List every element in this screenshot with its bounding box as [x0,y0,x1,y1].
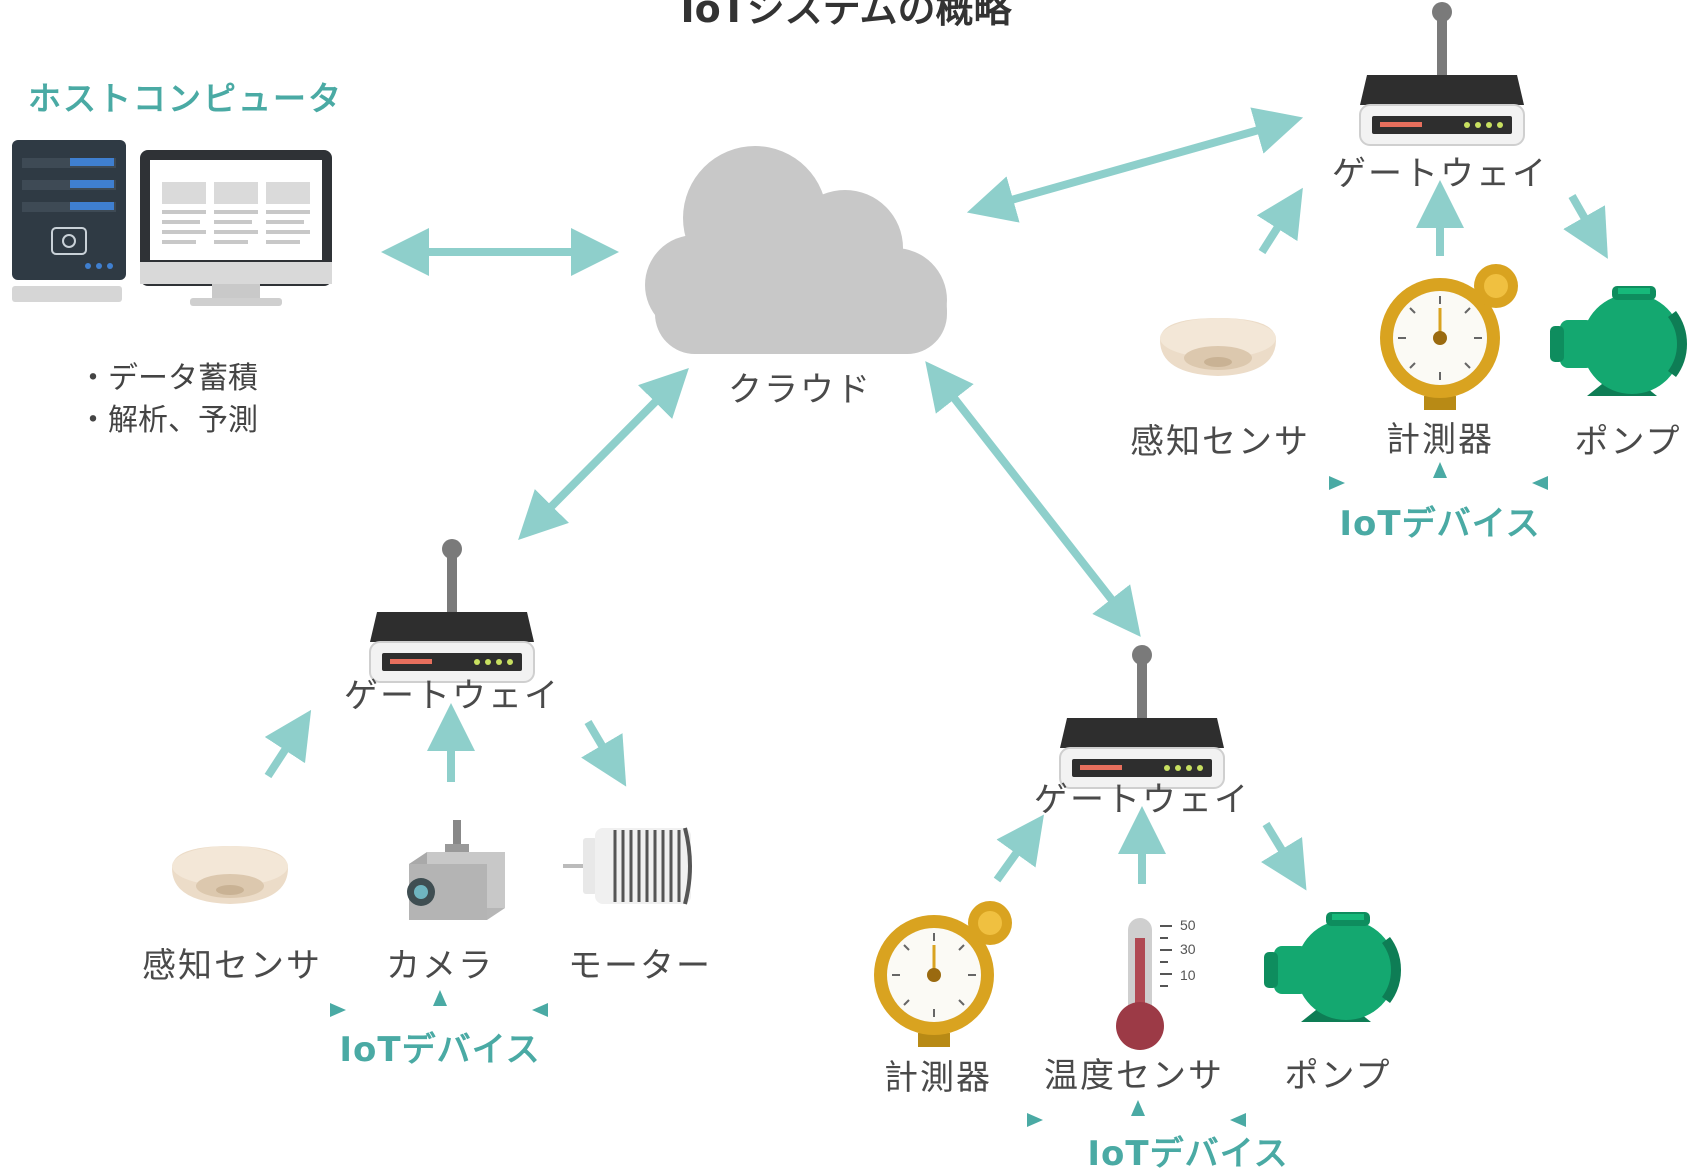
monitor-icon [140,150,332,306]
cloud-icon [645,146,947,354]
camera-icon [407,820,505,920]
gateway-top-right-icon [1359,1,1525,146]
host-computer-label: ホストコンピュータ [28,79,343,118]
sensor-icon [1160,318,1276,376]
gateway-label: ゲートウェイ [1332,154,1548,194]
meter-icon [1378,262,1520,412]
gateway-label: ゲートウェイ [1034,780,1250,820]
group-marker-right [1532,476,1548,490]
pump-icon [1550,286,1682,396]
device-label: 感知センサ [142,946,322,986]
device-label: カメラ [386,946,494,986]
thermometer-tick-label: 10 [1180,967,1196,983]
server-icon [12,140,126,302]
arrow-tr-device1 [1256,187,1303,255]
thermometer-tick-label: 30 [1180,941,1196,957]
host-note: 解析、予測 [78,400,258,442]
group-marker-left [1329,476,1345,490]
device-label: 感知センサ [1130,422,1310,462]
device-label: モーター [568,946,712,986]
meter-icon [872,899,1014,1049]
arrow-cloud-gateway-bottom-left [518,367,689,541]
iot-device-group-label: IoTデバイス [1087,1134,1289,1174]
host-notes: データ蓄積 解析、予測 [78,358,258,442]
group-marker-right [1230,1113,1246,1127]
device-label: 温度センサ [1044,1056,1224,1096]
thermometer-tick-label: 50 [1180,917,1196,933]
cloud-label: クラウド [728,370,872,410]
gateway-label: ゲートウェイ [344,676,560,716]
thermometer-icon: 50 30 10 [1115,917,1196,1051]
arrow-br-device3 [1261,821,1307,891]
group-marker-up [1131,1100,1145,1116]
motor-icon [561,826,693,906]
group-marker-right [532,1003,548,1017]
arrow-tr-device3 [1563,194,1608,259]
device-label: ポンプ [1284,1056,1392,1096]
device-label: 計測器 [1386,420,1494,460]
group-marker-left [330,1003,346,1017]
arrow-bl-device1 [264,709,312,779]
diagram-title: IoTシステムの概略 [680,0,1012,31]
gateway-bottom-right-icon [1059,644,1225,789]
pump-icon [1264,912,1396,1022]
iot-device-group-label: IoTデバイス [339,1030,541,1070]
arrow-bl-device3 [581,719,627,787]
gateway-bottom-left-icon [369,538,535,683]
group-marker-up [433,990,447,1006]
host-note: データ蓄積 [78,358,258,400]
arrow-cloud-gateway-bottom-right [925,361,1141,637]
device-label: ポンプ [1574,422,1682,462]
arrow-br-device1 [993,814,1044,883]
arrow-cloud-gateway-top-right [966,107,1304,223]
device-label: 計測器 [884,1058,992,1098]
sensor-icon [172,846,288,904]
group-marker-left [1027,1113,1043,1127]
iot-device-group-label: IoTデバイス [1339,504,1541,544]
group-marker-up [1433,462,1447,478]
